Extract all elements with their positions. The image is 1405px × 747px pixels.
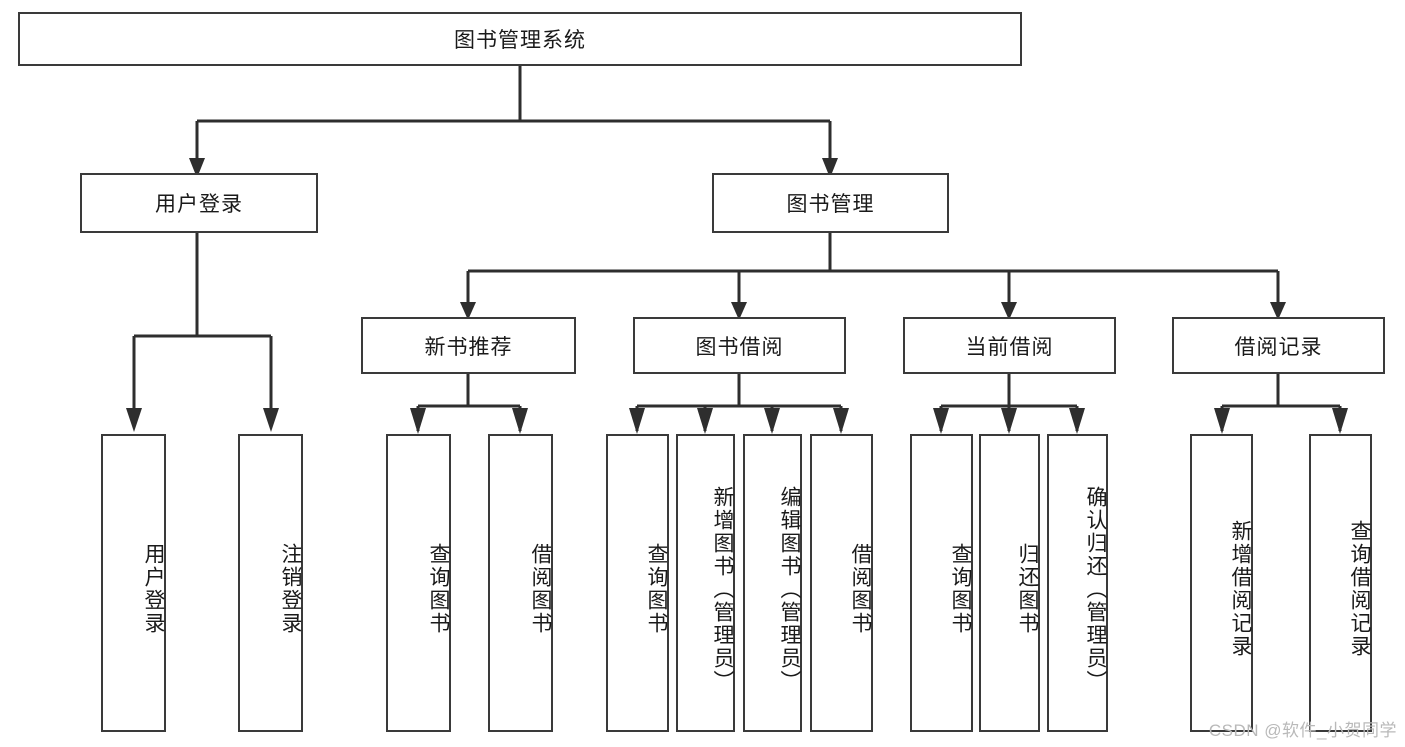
node-root-label: 图书管理系统	[454, 29, 586, 52]
leaf-borrow-query[interactable]: 查询图书	[606, 434, 669, 732]
leaf-label: 借阅图书	[529, 543, 552, 635]
leaf-label: 用户登录	[142, 543, 165, 635]
node-borrow-record[interactable]: 借阅记录	[1172, 317, 1385, 374]
leaf-borrow-borrow[interactable]: 借阅图书	[810, 434, 873, 732]
node-book-borrow[interactable]: 图书借阅	[633, 317, 846, 374]
leaf-borrow-edit[interactable]: 编辑图书（管理员）	[743, 434, 802, 732]
node-current-borrow-label: 当前借阅	[965, 335, 1054, 359]
leaf-current-query[interactable]: 查询图书	[910, 434, 973, 732]
watermark: CSDN @软件_小贺同学	[1208, 721, 1397, 740]
node-current-borrow[interactable]: 当前借阅	[903, 317, 1116, 374]
leaf-label: 确认归还（管理员）	[1084, 485, 1107, 693]
leaf-label: 查询图书	[427, 543, 450, 635]
node-borrow-record-label: 借阅记录	[1234, 335, 1323, 359]
leaf-new-book-borrow[interactable]: 借阅图书	[488, 434, 553, 732]
leaf-label: 查询图书	[645, 543, 668, 635]
node-new-book-recommend[interactable]: 新书推荐	[361, 317, 576, 374]
node-book-manage-label: 图书管理	[786, 193, 875, 216]
node-new-book-recommend-label: 新书推荐	[424, 335, 513, 359]
leaf-label: 查询图书	[949, 543, 972, 635]
leaf-new-book-query[interactable]: 查询图书	[386, 434, 451, 732]
leaf-user-login-login[interactable]: 用户登录	[101, 434, 166, 732]
leaf-current-return[interactable]: 归还图书	[979, 434, 1040, 732]
leaf-label: 借阅图书	[849, 543, 872, 635]
leaf-label: 新增图书（管理员）	[711, 485, 734, 693]
node-user-login-label: 用户登录	[155, 193, 243, 216]
leaf-record-query[interactable]: 查询借阅记录	[1309, 434, 1372, 732]
leaf-record-add[interactable]: 新增借阅记录	[1190, 434, 1253, 732]
node-book-manage[interactable]: 图书管理	[712, 173, 949, 233]
leaf-borrow-add[interactable]: 新增图书（管理员）	[676, 434, 735, 732]
leaf-label: 新增借阅记录	[1229, 520, 1252, 658]
leaf-label: 查询借阅记录	[1348, 520, 1371, 658]
node-root[interactable]: 图书管理系统	[18, 12, 1022, 66]
leaf-user-login-logout[interactable]: 注销登录	[238, 434, 303, 732]
leaf-label: 注销登录	[279, 543, 302, 635]
node-user-login[interactable]: 用户登录	[80, 173, 318, 233]
leaf-label: 编辑图书（管理员）	[778, 485, 801, 693]
leaf-current-confirm-return[interactable]: 确认归还（管理员）	[1047, 434, 1108, 732]
node-book-borrow-label: 图书借阅	[695, 335, 784, 359]
leaf-label: 归还图书	[1016, 543, 1039, 635]
